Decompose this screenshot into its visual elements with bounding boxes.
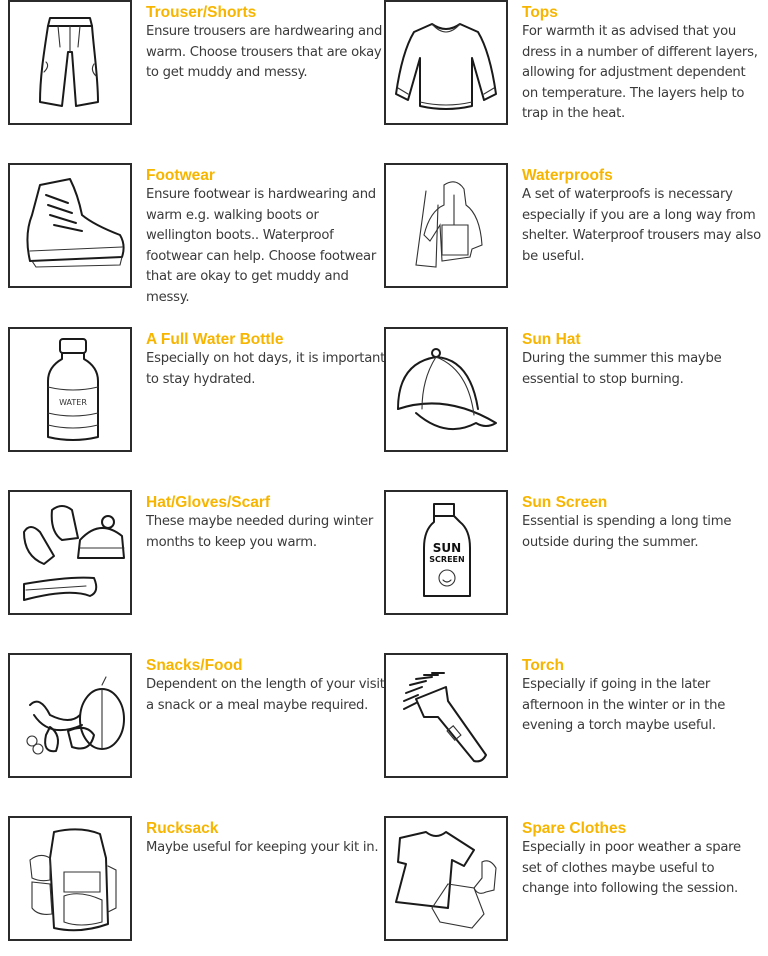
svg-text:SUN: SUN bbox=[433, 541, 461, 555]
item-description: During the summer this maybe essential t… bbox=[522, 351, 722, 387]
kit-item-sun-screen: SUN SCREEN Sun Screen Essential is spend… bbox=[384, 490, 760, 630]
svg-text:SCREEN: SCREEN bbox=[429, 555, 464, 564]
item-description: Especially on hot days, it is important … bbox=[146, 351, 386, 387]
water-bottle-icon: WATER bbox=[8, 327, 132, 452]
item-description: Ensure trousers are hardwearing and warm… bbox=[146, 24, 383, 80]
cap-icon bbox=[384, 327, 508, 452]
kit-item-winter-wear: Hat/Gloves/Scarf These maybe needed duri… bbox=[8, 490, 384, 630]
item-title: A Full Water Bottle bbox=[146, 331, 284, 348]
item-title: Waterproofs bbox=[522, 167, 613, 184]
kit-item-waterproofs: Waterproofs A set of waterproofs is nece… bbox=[384, 163, 761, 303]
item-title: Footwear bbox=[146, 167, 215, 184]
kit-item-spare-clothes: Spare Clothes Especially in poor weather… bbox=[384, 816, 760, 956]
kit-item-sun-hat: Sun Hat During the summer this maybe ess… bbox=[384, 327, 760, 467]
item-title: Hat/Gloves/Scarf bbox=[146, 494, 271, 511]
item-description: Especially if going in the later afterno… bbox=[522, 677, 726, 733]
item-description: Dependent on the length of your visit a … bbox=[146, 677, 385, 713]
kit-item-tops: Tops For warmth it as advised that you d… bbox=[384, 0, 760, 140]
fruit-icon bbox=[8, 653, 132, 778]
winter-wear-icon bbox=[8, 490, 132, 615]
spare-clothes-icon bbox=[384, 816, 508, 941]
waterproof-jacket-icon bbox=[384, 163, 508, 288]
item-description: These maybe needed during winter months … bbox=[146, 514, 373, 550]
sunscreen-icon: SUN SCREEN bbox=[384, 490, 508, 615]
item-title: Sun Screen bbox=[522, 494, 608, 511]
item-title: Snacks/Food bbox=[146, 657, 243, 674]
item-description: A set of waterproofs is necessary especi… bbox=[522, 187, 761, 264]
kit-item-rucksack: Rucksack Maybe useful for keeping your k… bbox=[8, 816, 384, 956]
trousers-icon bbox=[8, 0, 132, 125]
item-description: Maybe useful for keeping your kit in. bbox=[146, 840, 379, 855]
item-title: Torch bbox=[522, 657, 564, 674]
kit-item-footwear: Footwear Ensure footwear is hardwearing … bbox=[8, 163, 384, 305]
item-description: Ensure footwear is hardwearing and warm … bbox=[146, 187, 377, 305]
sweater-icon bbox=[384, 0, 508, 125]
item-title: Sun Hat bbox=[522, 331, 581, 348]
item-description: For warmth it as advised that you dress … bbox=[522, 24, 758, 121]
kit-item-torch: Torch Especially if going in the later a… bbox=[384, 653, 760, 793]
kit-item-snacks: Snacks/Food Dependent on the length of y… bbox=[8, 653, 385, 793]
kit-item-water-bottle: WATER A Full Water Bottle Especially on … bbox=[8, 327, 386, 467]
kit-item-trousers: Trouser/Shorts Ensure trousers are hardw… bbox=[8, 0, 384, 140]
item-title: Spare Clothes bbox=[522, 820, 627, 837]
rucksack-icon bbox=[8, 816, 132, 941]
item-description: Especially in poor weather a spare set o… bbox=[522, 840, 741, 896]
item-title: Rucksack bbox=[146, 820, 219, 837]
torch-icon bbox=[384, 653, 508, 778]
svg-text:WATER: WATER bbox=[59, 398, 87, 407]
item-description: Essential is spending a long time outsid… bbox=[522, 514, 732, 550]
boot-icon bbox=[8, 163, 132, 288]
item-title: Tops bbox=[522, 4, 558, 21]
item-title: Trouser/Shorts bbox=[146, 4, 257, 21]
